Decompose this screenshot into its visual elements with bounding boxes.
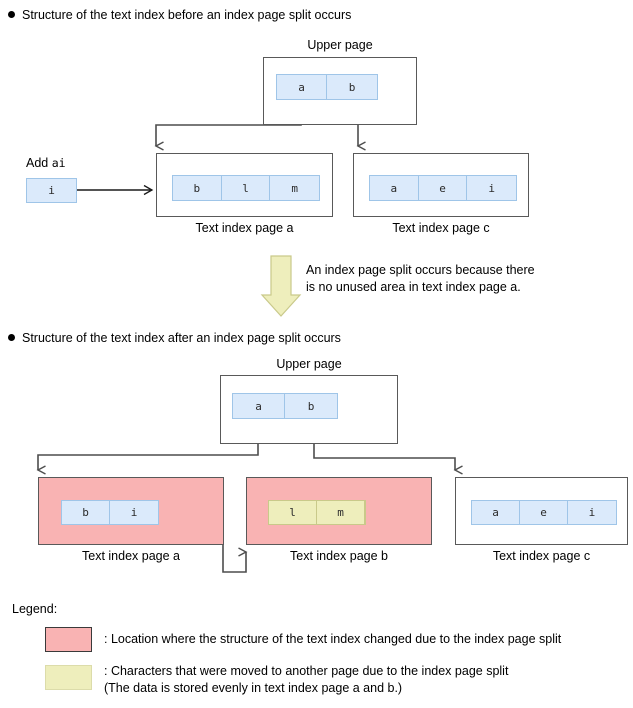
bullet-icon [8,334,15,341]
add-label: Add ai [26,155,66,171]
cell-i: i [130,506,138,519]
page-a-cells-before: b l m [172,175,320,201]
legend-swatch-moved [45,665,92,690]
add-input-cell: i [26,178,77,203]
legend-moved-line2: (The data is stored evenly in text index… [104,681,403,695]
page-c-cells-after: a e i [471,500,617,525]
cell-b: b [62,501,111,524]
upper-page-cells-after: a b [232,393,338,419]
cell-i: i [48,184,55,197]
cell-a: a [277,75,328,99]
legend-text-changed: : Location where the structure of the te… [104,631,561,648]
add-label-prefix: Add [26,156,52,170]
upper-page-cells-before: a b [276,74,378,100]
cell-m: m [317,501,365,524]
cell-b: b [173,176,222,200]
page-c-cells-before: a e i [369,175,517,201]
cell-e: e [520,501,568,524]
split-note: An index page split occurs because there… [306,262,535,296]
cell-l: l [222,176,271,200]
cell-i: i [588,506,596,519]
wire-page-a-to-page-b [222,545,248,573]
legend-swatch-changed [45,627,92,652]
page-a-cells-after: b i [61,500,159,525]
page-b-caption-after: Text index page b [290,549,388,563]
page-c-caption-after: Text index page c [492,549,591,563]
split-note-line1: An index page split occurs because there [306,263,535,277]
page-a-caption-after: Text index page a [82,549,180,563]
cell-a: a [233,394,286,418]
legend-moved-line1: : Characters that were moved to another … [104,664,509,678]
page-c-caption-before: Text index page c [392,221,490,235]
cell-i: i [488,181,495,195]
cell-m: m [291,181,298,195]
legend-changed-line1: : Location where the structure of the te… [104,632,562,646]
cell-b: b [307,399,315,413]
heading-after: Structure of the text index after an ind… [8,330,341,346]
cell-a: a [472,501,520,524]
add-label-value: ai [51,156,66,170]
cell-e: e [419,176,468,200]
split-note-line2: is no unused area in text index page a. [306,280,521,294]
page-a-caption-before: Text index page a [195,221,294,235]
page-b-cells-after: l m [268,500,366,525]
legend-title: Legend: [12,602,58,616]
cell-b: b [348,80,356,94]
upper-page-title-before: Upper page [307,38,373,52]
upper-page-title-after: Upper page [276,357,342,371]
heading-before: Structure of the text index before an in… [8,7,351,23]
cell-a: a [370,176,419,200]
bullet-icon [8,11,15,18]
legend-text-moved: : Characters that were moved to another … [104,663,508,697]
split-transition-arrow [260,255,302,317]
cell-l: l [269,501,317,524]
